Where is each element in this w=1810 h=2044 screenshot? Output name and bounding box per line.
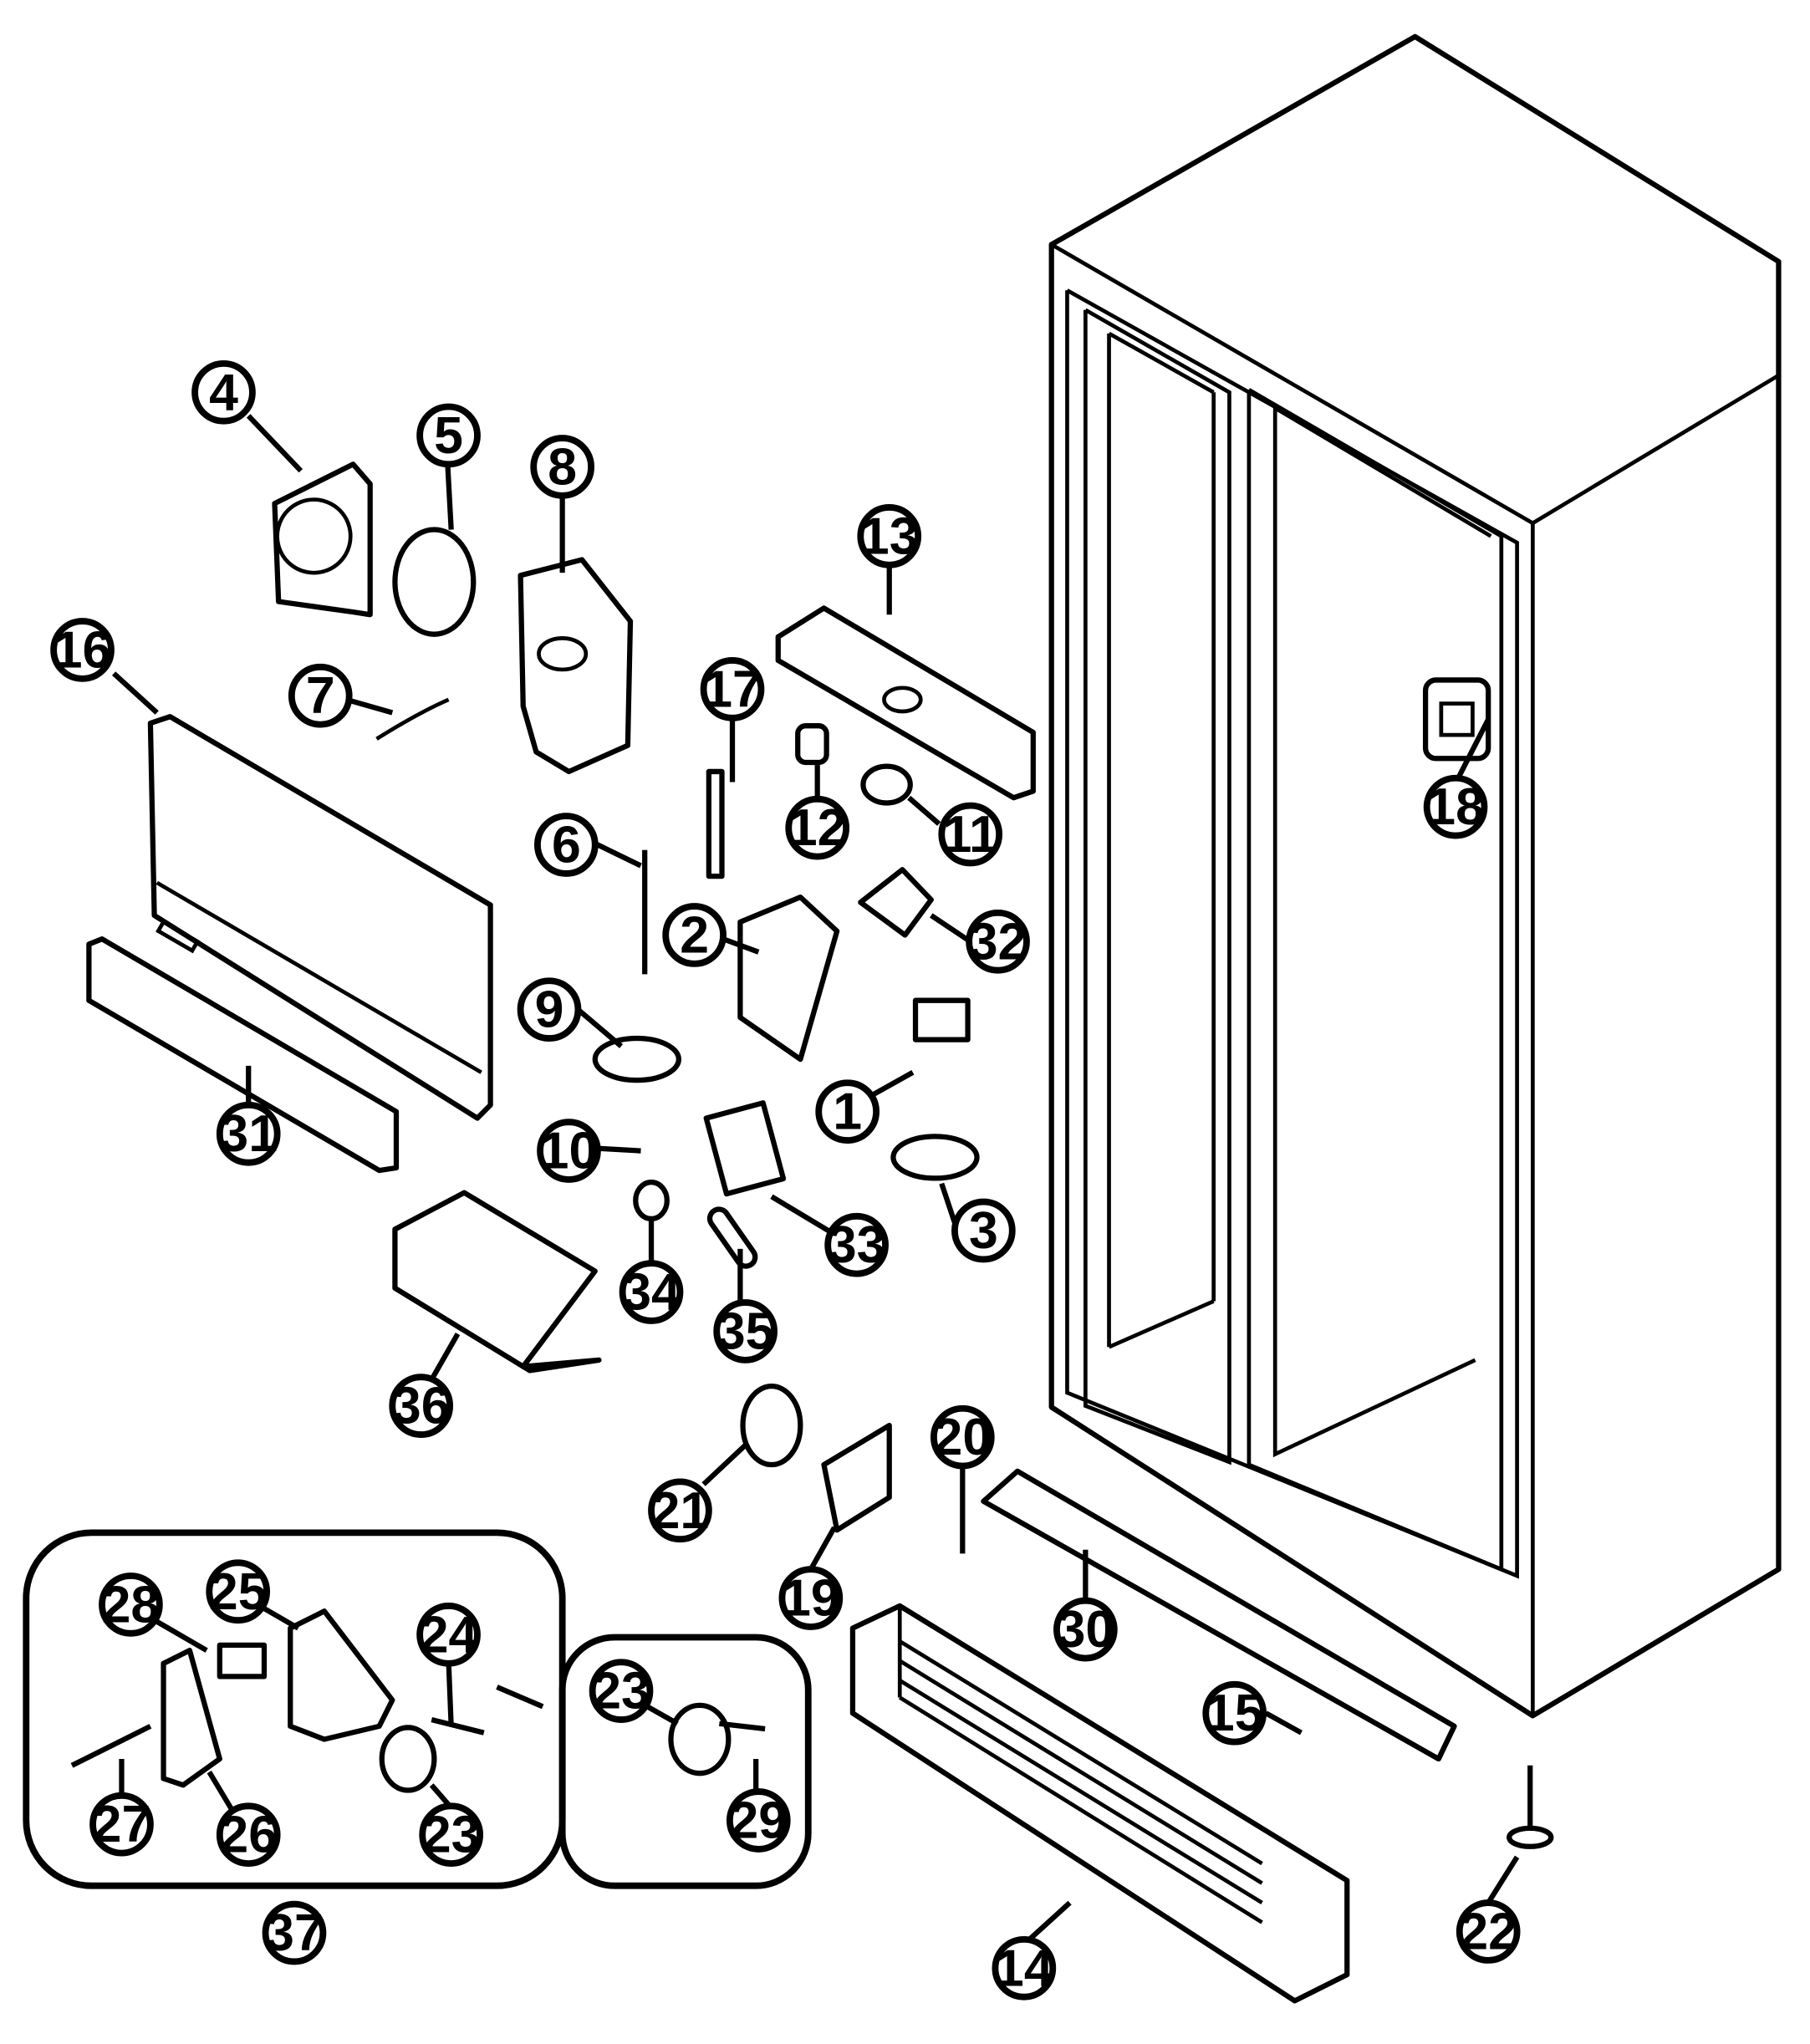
hinge-assembly-group (23, 1529, 812, 1889)
svg-text:35: 35 (716, 1302, 775, 1360)
callout-24[interactable]: 24 (416, 1603, 481, 1667)
svg-text:5: 5 (434, 406, 463, 465)
callout-12[interactable]: 12 (785, 795, 850, 860)
svg-text:7: 7 (306, 666, 335, 725)
svg-text:15: 15 (1206, 1684, 1264, 1742)
svg-text:13: 13 (860, 507, 919, 565)
callout-20[interactable]: 20 (930, 1404, 995, 1470)
callout-32[interactable]: 32 (966, 909, 1030, 974)
svg-text:11: 11 (943, 805, 998, 864)
svg-text:28: 28 (102, 1575, 161, 1634)
svg-text:36: 36 (392, 1377, 451, 1435)
svg-text:14: 14 (995, 1939, 1053, 1997)
svg-text:9: 9 (535, 981, 564, 1039)
callout-35[interactable]: 35 (713, 1299, 778, 1364)
callout-3[interactable]: 3 (951, 1198, 1016, 1263)
kickplate-grille (849, 1603, 1350, 2004)
svg-text:20: 20 (934, 1408, 992, 1466)
svg-text:8: 8 (548, 437, 577, 496)
callout-1[interactable]: 1 (815, 1079, 880, 1144)
refrigerator-cabinet (1048, 33, 1782, 1719)
leveling-leg (1507, 1765, 1554, 1849)
callout-13[interactable]: 13 (857, 504, 922, 568)
callout-27[interactable]: 27 (89, 1792, 154, 1857)
callout-14[interactable]: 14 (992, 1935, 1057, 2001)
svg-text:12: 12 (788, 798, 847, 857)
callout-34[interactable]: 34 (619, 1260, 684, 1324)
callout-10[interactable]: 10 (537, 1119, 601, 1183)
svg-text:21: 21 (651, 1481, 710, 1540)
svg-text:16: 16 (54, 620, 112, 679)
dispenser-panel (86, 714, 602, 1374)
callout-6[interactable]: 6 (534, 813, 599, 877)
callouts: 1 2 3 4 5 6 7 8 9 10 11 12 13 14 15 16 1… (50, 359, 1521, 2001)
callout-33[interactable]: 33 (824, 1212, 889, 1277)
callout-25[interactable]: 25 (206, 1559, 271, 1624)
callout-31[interactable]: 31 (216, 1101, 281, 1166)
upper-parts (272, 461, 1036, 1533)
callout-5[interactable]: 5 (416, 403, 481, 468)
callout-21[interactable]: 21 (648, 1478, 712, 1543)
callout-19[interactable]: 19 (778, 1566, 844, 1630)
callout-4[interactable]: 4 (191, 359, 256, 425)
svg-text:37: 37 (265, 1904, 324, 1962)
bottom-rail (981, 1468, 1457, 1762)
callout-37[interactable]: 37 (262, 1900, 327, 1965)
svg-text:4: 4 (209, 363, 238, 421)
svg-text:23: 23 (592, 1662, 650, 1720)
callout-16[interactable]: 16 (50, 618, 115, 682)
svg-text:24: 24 (420, 1605, 478, 1664)
svg-text:27: 27 (93, 1795, 151, 1853)
svg-text:30: 30 (1057, 1600, 1115, 1659)
svg-text:17: 17 (703, 660, 762, 718)
callout-22[interactable]: 22 (1456, 1899, 1521, 1964)
callout-15[interactable]: 15 (1202, 1680, 1267, 1746)
svg-text:10: 10 (540, 1122, 599, 1180)
callout-7[interactable]: 7 (288, 663, 353, 728)
svg-text:22: 22 (1459, 1902, 1517, 1960)
svg-text:32: 32 (969, 912, 1027, 971)
svg-text:31: 31 (219, 1104, 278, 1163)
callout-9[interactable]: 9 (517, 977, 582, 1042)
callout-36[interactable]: 36 (389, 1374, 454, 1438)
callout-28[interactable]: 28 (99, 1573, 163, 1637)
callout-30[interactable]: 30 (1053, 1597, 1118, 1662)
svg-text:2: 2 (680, 905, 709, 964)
callout-29[interactable]: 29 (726, 1788, 791, 1853)
callout-2[interactable]: 2 (662, 903, 727, 967)
svg-text:33: 33 (828, 1216, 886, 1274)
leader-lines (111, 414, 1520, 1945)
callout-17[interactable]: 17 (700, 657, 765, 721)
svg-text:19: 19 (782, 1569, 840, 1628)
svg-text:6: 6 (552, 816, 581, 874)
svg-text:34: 34 (622, 1263, 681, 1322)
callout-26[interactable]: 26 (216, 1802, 281, 1868)
svg-text:26: 26 (219, 1806, 278, 1864)
svg-text:18: 18 (1426, 777, 1485, 836)
svg-text:3: 3 (969, 1201, 998, 1260)
callout-11[interactable]: 11 (938, 802, 1003, 867)
callout-23-hinge[interactable]: 23 (419, 1802, 484, 1868)
callout-8[interactable]: 8 (530, 435, 594, 499)
switch-18 (1422, 677, 1491, 762)
svg-text:29: 29 (730, 1792, 788, 1850)
svg-text:25: 25 (209, 1562, 268, 1621)
svg-text:23: 23 (422, 1806, 481, 1864)
svg-text:1: 1 (833, 1083, 862, 1141)
callout-23-roller[interactable]: 23 (589, 1659, 654, 1723)
callout-18[interactable]: 18 (1423, 774, 1488, 839)
